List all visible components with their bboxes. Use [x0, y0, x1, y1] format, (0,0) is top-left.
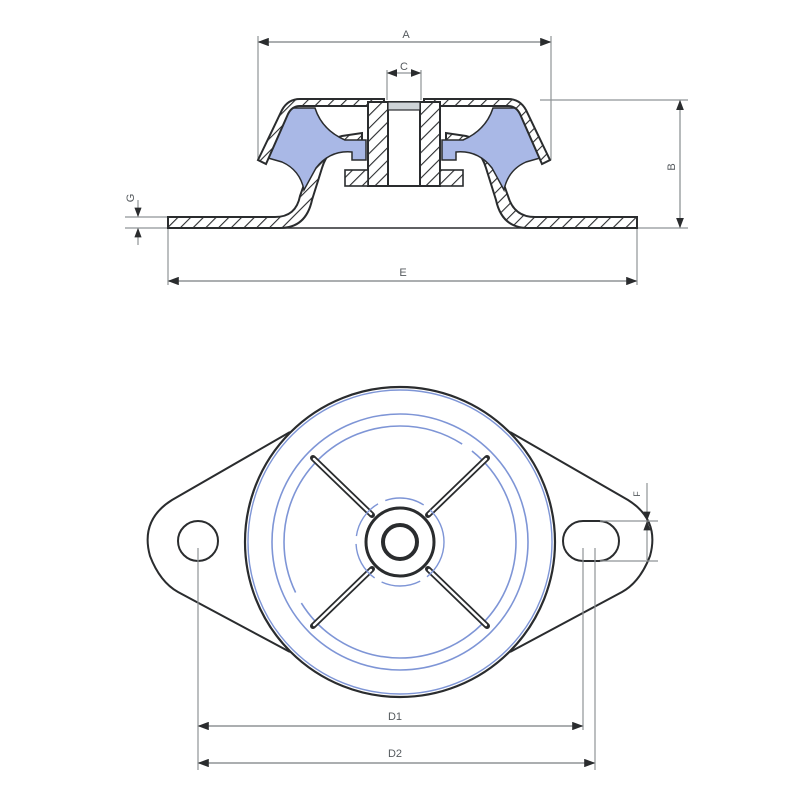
dimension-label-a: A: [402, 29, 410, 41]
dimension-d2: D2: [197, 548, 596, 770]
dimension-d1: D1: [197, 548, 584, 770]
dimension-label-c: C: [400, 61, 408, 73]
dimension-g: G: [125, 194, 175, 245]
dimension-f: F: [600, 483, 658, 562]
rubber-ring-inner: [283, 425, 517, 659]
rubber-element-left: [266, 107, 367, 193]
dimension-c: C: [386, 61, 422, 100]
dimension-b: B: [540, 99, 688, 229]
dimension-a: A: [257, 29, 552, 160]
mounting-slot-right: [562, 520, 620, 562]
rubber-ring-outer: [271, 413, 529, 671]
hub-rubber-ring: [355, 497, 445, 587]
rubber-element-right: [441, 107, 542, 193]
dimension-label-g: G: [125, 194, 137, 203]
flange-outline: [146, 431, 654, 653]
dimension-label-d2: D2: [388, 748, 402, 760]
center-sleeve: [344, 101, 464, 187]
dimension-label-b: B: [666, 163, 678, 170]
dimension-label-f: F: [632, 491, 642, 497]
hub-bore: [381, 523, 419, 561]
dimension-label-d1: D1: [388, 711, 402, 723]
top-view: F D1 D2: [146, 385, 658, 770]
dimension-e: E: [167, 228, 638, 286]
section-view: A C B G E: [125, 29, 688, 286]
dimension-label-e: E: [399, 267, 406, 279]
